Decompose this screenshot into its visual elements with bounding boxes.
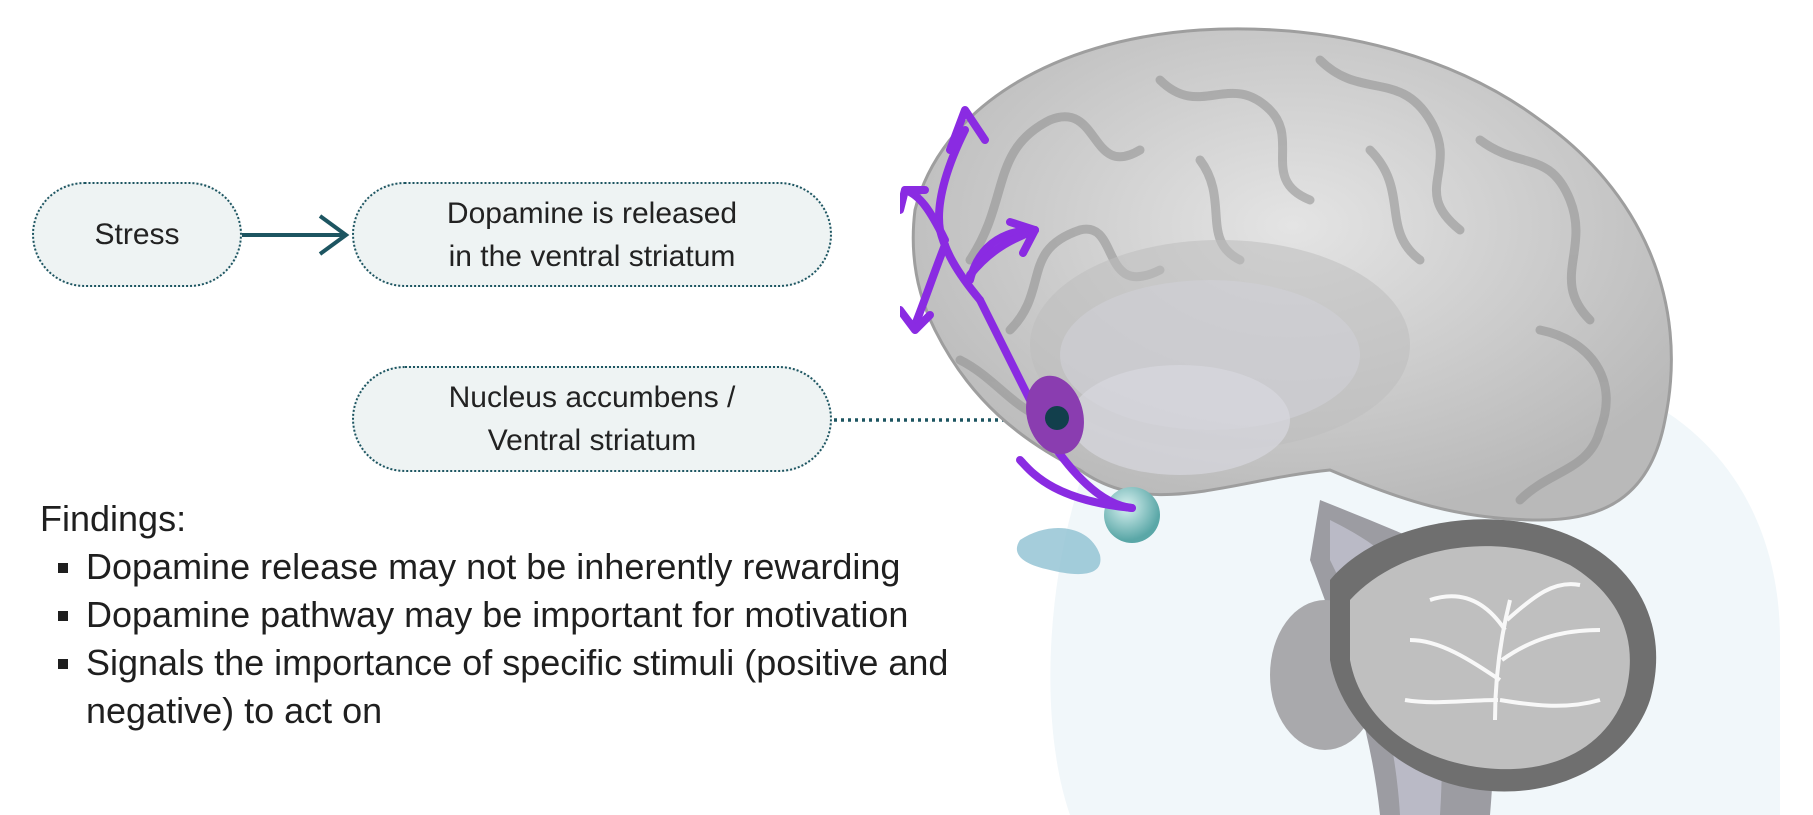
findings-section: Findings: Dopamine release may not be in… [40,495,1020,735]
nucleus-line-1: Nucleus accumbens / [448,381,736,414]
pathway-arrowheads [900,106,1039,334]
nucleus-accumbens-box: Nucleus accumbens / Ventral striatum [352,366,832,472]
stress-label: Stress [94,218,180,251]
dopamine-line-1: Dopamine is released [446,196,738,230]
brain-folds [955,55,1611,505]
findings-heading: Findings: [40,498,187,539]
thalamus [1070,365,1290,475]
brain-illustration [900,27,1780,815]
nucleus-marker [1045,406,1069,430]
findings-list: Dopamine release may not be inherently r… [40,543,1020,735]
ventricle [1016,528,1101,575]
stress-to-dopamine-arrow [242,214,350,256]
dopamine-line-2: in the ventral striatum [448,239,736,273]
finding-item: Dopamine release may not be inherently r… [40,543,1020,591]
ventral-tegmental-area [1104,487,1160,543]
finding-item: Signals the importance of specific stimu… [40,639,1020,735]
arbor-vitae [1404,582,1601,721]
stress-box: Stress [32,182,242,287]
nucleus-line-2: Ventral striatum [487,424,697,457]
finding-item: Dopamine pathway may be important for mo… [40,591,1020,639]
dopamine-release-box: Dopamine is released in the ventral stri… [352,182,832,287]
